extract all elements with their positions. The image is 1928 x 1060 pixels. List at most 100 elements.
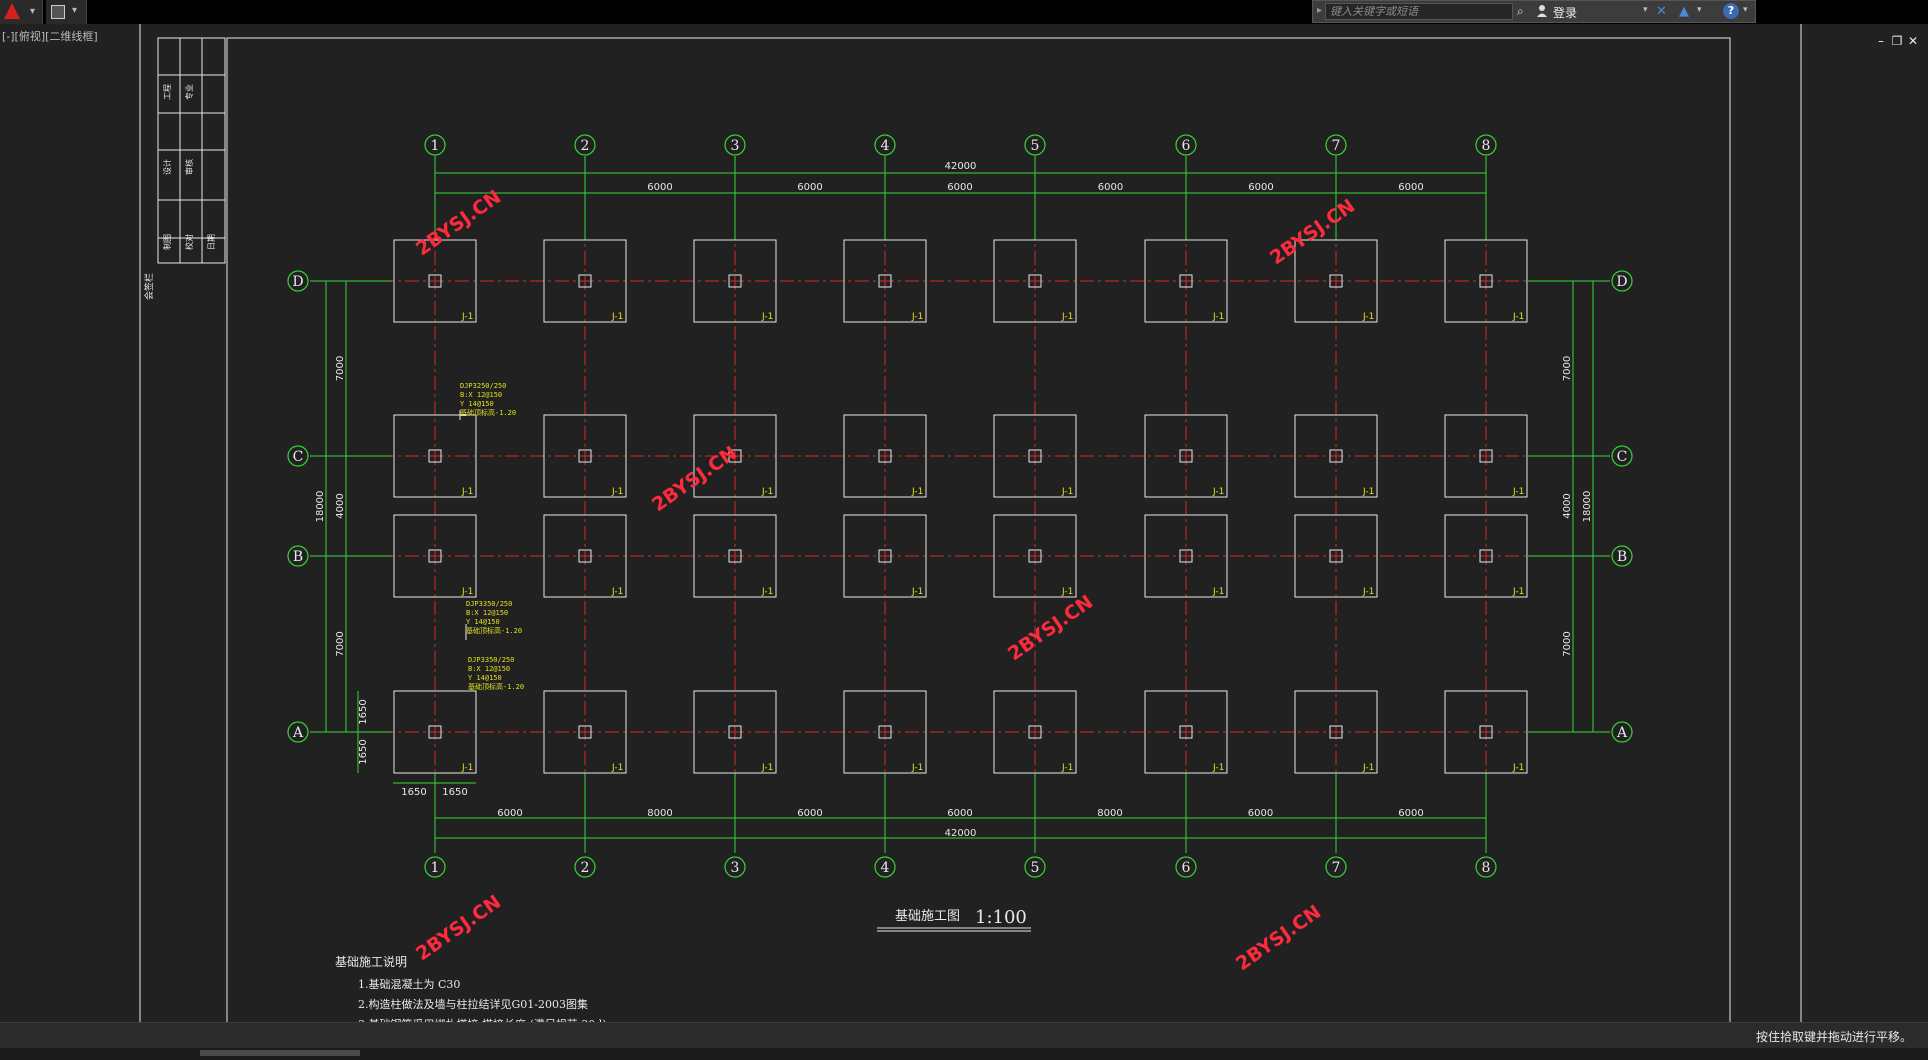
column-bubble: 5 xyxy=(1031,860,1040,876)
watermark-text: 2BYSJ.CN xyxy=(412,891,505,965)
expand-arrow-icon[interactable]: ▸ xyxy=(1317,5,1323,16)
close-icon[interactable]: ✕ xyxy=(1907,34,1919,48)
chevron-down-icon[interactable]: ▾ xyxy=(72,5,78,16)
column-bubble: 7 xyxy=(1332,860,1341,876)
exchange-icon[interactable]: ✕ xyxy=(1656,4,1667,19)
row-bubble: A xyxy=(292,725,304,741)
footing-annotation: DJP3250/250 xyxy=(460,382,506,390)
footing-annotation: B:X 12@150 xyxy=(466,609,508,617)
footing-outline xyxy=(843,239,927,323)
footing-label: J-1 xyxy=(1212,763,1224,773)
footing-annotation: Y 14@150 xyxy=(468,674,502,682)
column-bubble-circle xyxy=(1175,856,1197,878)
dimension-text: 6000 xyxy=(497,808,522,819)
titleblock-text: 制图 xyxy=(162,234,172,250)
column-bubble: 3 xyxy=(731,138,740,154)
restore-icon[interactable]: ❐ xyxy=(1891,34,1903,48)
note-line: 2.构造柱做法及墙与柱拉结详见G01-2003图集 xyxy=(358,997,588,1011)
dimension-text: 6000 xyxy=(1398,182,1423,193)
row-bubble: C xyxy=(1617,449,1628,465)
footing-annotation: B:X 12@150 xyxy=(460,391,502,399)
row-bubble-circle xyxy=(1611,445,1633,467)
column-bubble: 6 xyxy=(1182,860,1191,876)
dimension-text: 8000 xyxy=(647,808,672,819)
footing-annotation: Y 14@150 xyxy=(460,400,494,408)
footing-annotation: DJP3350/250 xyxy=(466,600,512,608)
column-bubble: 6 xyxy=(1182,138,1191,154)
column-bubble-circle xyxy=(874,856,896,878)
footing-outline xyxy=(693,514,777,598)
user-icon[interactable] xyxy=(1537,4,1547,17)
footing-label: J-1 xyxy=(1212,312,1224,322)
footing-outline xyxy=(1294,414,1378,498)
minimize-icon[interactable]: – xyxy=(1878,34,1884,48)
column-bubble-circle xyxy=(1175,134,1197,156)
footing-outline xyxy=(393,514,477,598)
row-bubble: D xyxy=(292,274,303,290)
footing-outline xyxy=(543,414,627,498)
dimension-total: 42000 xyxy=(945,161,977,172)
titleblock-text: 日期 xyxy=(207,234,216,250)
row-bubble: B xyxy=(293,549,303,565)
column-square xyxy=(1028,274,1042,288)
watermark-text: 2BYSJ.CN xyxy=(1232,901,1325,975)
dimension-text: 4000 xyxy=(1562,493,1573,518)
dimension-total: 42000 xyxy=(945,828,977,839)
application-menu-button[interactable]: ▾ xyxy=(0,0,43,24)
column-bubble-circle xyxy=(1024,856,1046,878)
watermark-text: 2BYSJ.CN xyxy=(412,186,505,260)
notes-title: 基础施工说明 xyxy=(335,954,407,969)
dimension-text: 7000 xyxy=(335,356,346,381)
column-bubble-circle xyxy=(424,134,446,156)
viewport-controls-label[interactable]: [-][俯视][二维线框] xyxy=(2,30,98,43)
footing-annotation: DJP3350/250 xyxy=(468,656,514,664)
dimension-text: 6000 xyxy=(1398,808,1423,819)
drawing-title: 基础施工图 xyxy=(895,909,960,924)
footing-label: J-1 xyxy=(1362,763,1374,773)
column-bubble-circle xyxy=(724,134,746,156)
footing-outline xyxy=(393,414,477,498)
footing-label: J-1 xyxy=(1212,487,1224,497)
footing-outline xyxy=(843,514,927,598)
footing-outline xyxy=(693,690,777,774)
quick-access-toolbar[interactable]: ▾ xyxy=(46,0,87,24)
footing-outline xyxy=(1144,239,1228,323)
footing-label: J-1 xyxy=(761,763,773,773)
dimension-total: 18000 xyxy=(1582,491,1593,523)
window-controls: –❐ ✕ xyxy=(1872,30,1920,49)
autodesk-a360-icon[interactable]: ▲ xyxy=(1679,4,1689,19)
footing-outline xyxy=(1444,514,1528,598)
footing-outline xyxy=(1294,239,1378,323)
footing-annotation: 基础顶标高-1.20 xyxy=(460,408,516,417)
save-icon[interactable] xyxy=(51,5,65,19)
footing-label: J-1 xyxy=(1061,763,1073,773)
dimension-text: 6000 xyxy=(947,808,972,819)
chevron-down-icon[interactable]: ▾ xyxy=(1743,5,1748,15)
binoculars-icon[interactable]: ⌕ xyxy=(1517,4,1524,18)
horizontal-scrollbar[interactable] xyxy=(0,1048,1928,1060)
footing-label: J-1 xyxy=(1212,587,1224,597)
dimension-text: 6000 xyxy=(647,182,672,193)
footing-label: J-1 xyxy=(1061,587,1073,597)
title-bar: ▾ ▾ ▸ ⌕ 登录 ▾ ✕ ▲ ▾ ? ▾ xyxy=(0,0,1928,24)
login-button[interactable]: 登录 xyxy=(1553,6,1578,20)
titleblock-text: 设计 xyxy=(162,159,172,175)
column-bubble-circle xyxy=(1475,856,1497,878)
column-square xyxy=(1179,449,1193,463)
footing-label: J-1 xyxy=(1362,487,1374,497)
column-square xyxy=(578,549,592,563)
help-icon[interactable]: ? xyxy=(1723,3,1739,19)
search-input[interactable] xyxy=(1325,3,1513,20)
row-bubble-circle xyxy=(287,545,309,567)
footing-label: J-1 xyxy=(1512,763,1524,773)
scrollbar-thumb[interactable] xyxy=(200,1050,360,1056)
footing-outline xyxy=(993,514,1077,598)
dimension-text: 4000 xyxy=(335,493,346,518)
chevron-down-icon[interactable]: ▾ xyxy=(1697,5,1702,15)
dimension-text: 6000 xyxy=(1248,808,1273,819)
chevron-down-icon[interactable]: ▾ xyxy=(1643,5,1648,15)
column-square xyxy=(878,549,892,563)
row-bubble-circle xyxy=(287,445,309,467)
dimension-text: 1650 xyxy=(442,787,467,798)
